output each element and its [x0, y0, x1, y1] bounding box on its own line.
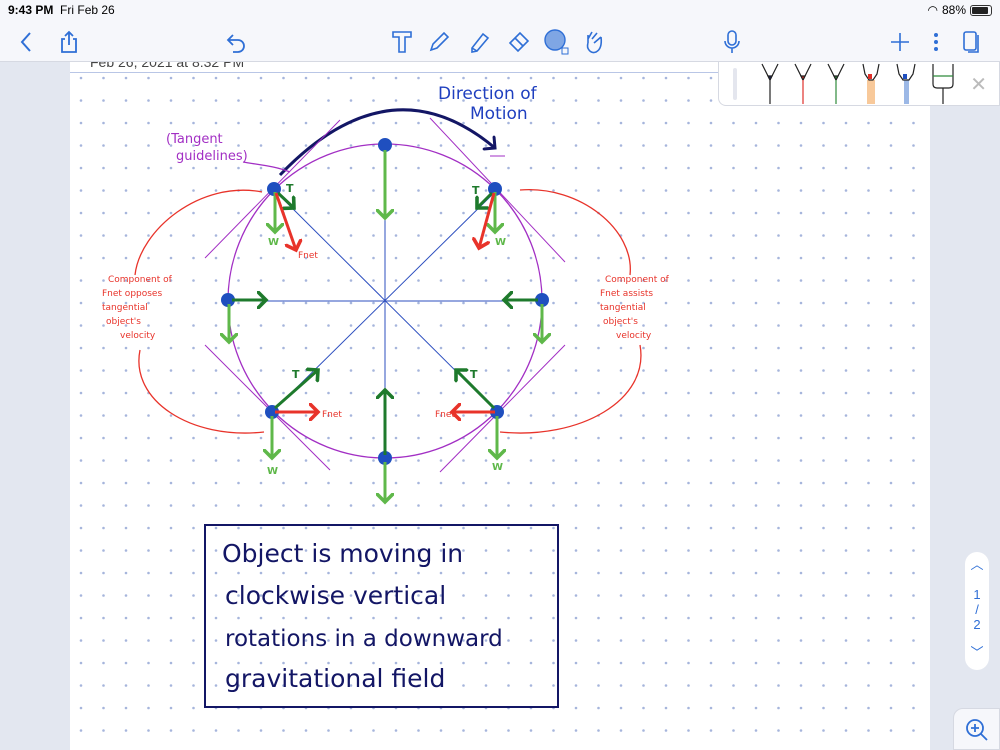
- note-line: Object is moving in: [222, 539, 463, 568]
- fnet-label: Fnet: [322, 410, 342, 420]
- back-icon[interactable]: [12, 28, 40, 56]
- next-page-icon[interactable]: ﹀: [970, 645, 984, 660]
- note-line: rotations in a downward: [225, 626, 503, 652]
- label-leaders: [134, 189, 642, 434]
- weight-label: W: [492, 462, 503, 473]
- direction-label-1: Direction of: [438, 84, 538, 104]
- fnet-label: Fnet: [435, 410, 455, 420]
- tension-label: T: [472, 184, 480, 197]
- object-positions: [221, 138, 549, 465]
- note-line: gravitational field: [225, 664, 445, 693]
- current-page: 1: [973, 587, 981, 602]
- right-label-line: object's: [603, 317, 638, 327]
- left-label-line: velocity: [120, 331, 156, 341]
- weight-label: W: [267, 466, 278, 477]
- weight-label: W: [268, 237, 279, 248]
- battery-icon: [970, 4, 992, 16]
- hand-icon[interactable]: [580, 28, 608, 56]
- status-bar: 9:43 PM Fri Feb 26 ◠88%: [0, 0, 1000, 22]
- close-palette-icon[interactable]: ✕: [970, 74, 987, 96]
- left-label-line: Component of: [108, 275, 173, 285]
- total-pages: 2: [973, 617, 981, 632]
- note-box: [204, 524, 559, 708]
- zoom-button[interactable]: [953, 708, 1000, 750]
- palette-handle[interactable]: [733, 68, 737, 100]
- pen-icon[interactable]: [425, 28, 453, 56]
- pen-presets[interactable]: [757, 62, 987, 106]
- left-label-line: Fnet opposes: [102, 289, 162, 299]
- eraser-icon[interactable]: [505, 28, 533, 56]
- tension-arrows: [232, 191, 538, 455]
- wifi-icon: ◠: [927, 3, 938, 17]
- fnet-label: Fnet: [298, 251, 318, 261]
- page-navigator: ︿ 1 / 2 ﹀: [965, 552, 989, 670]
- weight-label: W: [495, 237, 506, 248]
- left-label-line: tangential: [102, 303, 148, 313]
- tangent-label-1: (Tangent: [166, 132, 223, 147]
- share-icon[interactable]: [55, 28, 83, 56]
- notebook-page[interactable]: Feb 26, 2021 at 8:32 PM Direction of Mot…: [70, 62, 930, 750]
- net-force-arrows: [274, 192, 496, 412]
- handwritten-diagram: Direction of Motion (Tangent guidelines)…: [70, 76, 930, 750]
- weight-arrows: [229, 150, 542, 502]
- right-label-line: velocity: [616, 331, 652, 341]
- microphone-icon[interactable]: [718, 28, 746, 56]
- status-date: Fri Feb 26: [60, 3, 115, 17]
- annotations: Direction of Motion (Tangent guidelines)…: [102, 84, 670, 477]
- diagram: [134, 108, 642, 502]
- right-label-line: Fnet assists: [600, 289, 653, 299]
- battery-percent: 88%: [941, 3, 966, 17]
- status-time: 9:43 PM: [8, 3, 54, 17]
- direction-label-2: Motion: [470, 104, 528, 124]
- toolbar: [0, 22, 1000, 62]
- highlighter-icon[interactable]: [465, 28, 493, 56]
- pages-icon[interactable]: [958, 28, 986, 56]
- page-date-header: Feb 26, 2021 at 8:32 PM: [90, 62, 245, 70]
- tension-label: T: [292, 368, 300, 381]
- pen-palette: ✕: [718, 62, 1000, 106]
- zoom-in-icon: [966, 719, 988, 741]
- previous-page-icon[interactable]: ︿: [970, 557, 984, 572]
- note-box-text: Object is moving in clockwise vertical r…: [222, 539, 503, 693]
- note-line: clockwise vertical: [225, 581, 446, 610]
- tension-label: T: [286, 182, 294, 195]
- more-icon[interactable]: [922, 28, 950, 56]
- header-divider: [70, 72, 930, 73]
- undo-icon[interactable]: [222, 28, 250, 56]
- text-tool-icon[interactable]: [388, 28, 416, 56]
- add-page-icon[interactable]: [886, 28, 914, 56]
- left-label-line: object's: [106, 317, 141, 327]
- right-label-line: tangential: [600, 303, 646, 313]
- tension-label: T: [470, 368, 478, 381]
- lasso-icon[interactable]: [543, 28, 571, 56]
- tangent-label-2: guidelines): [176, 149, 248, 164]
- page-separator: /: [975, 602, 979, 617]
- direction-arc: [278, 108, 495, 177]
- right-label-line: Component of: [605, 275, 670, 285]
- axes: [228, 145, 542, 458]
